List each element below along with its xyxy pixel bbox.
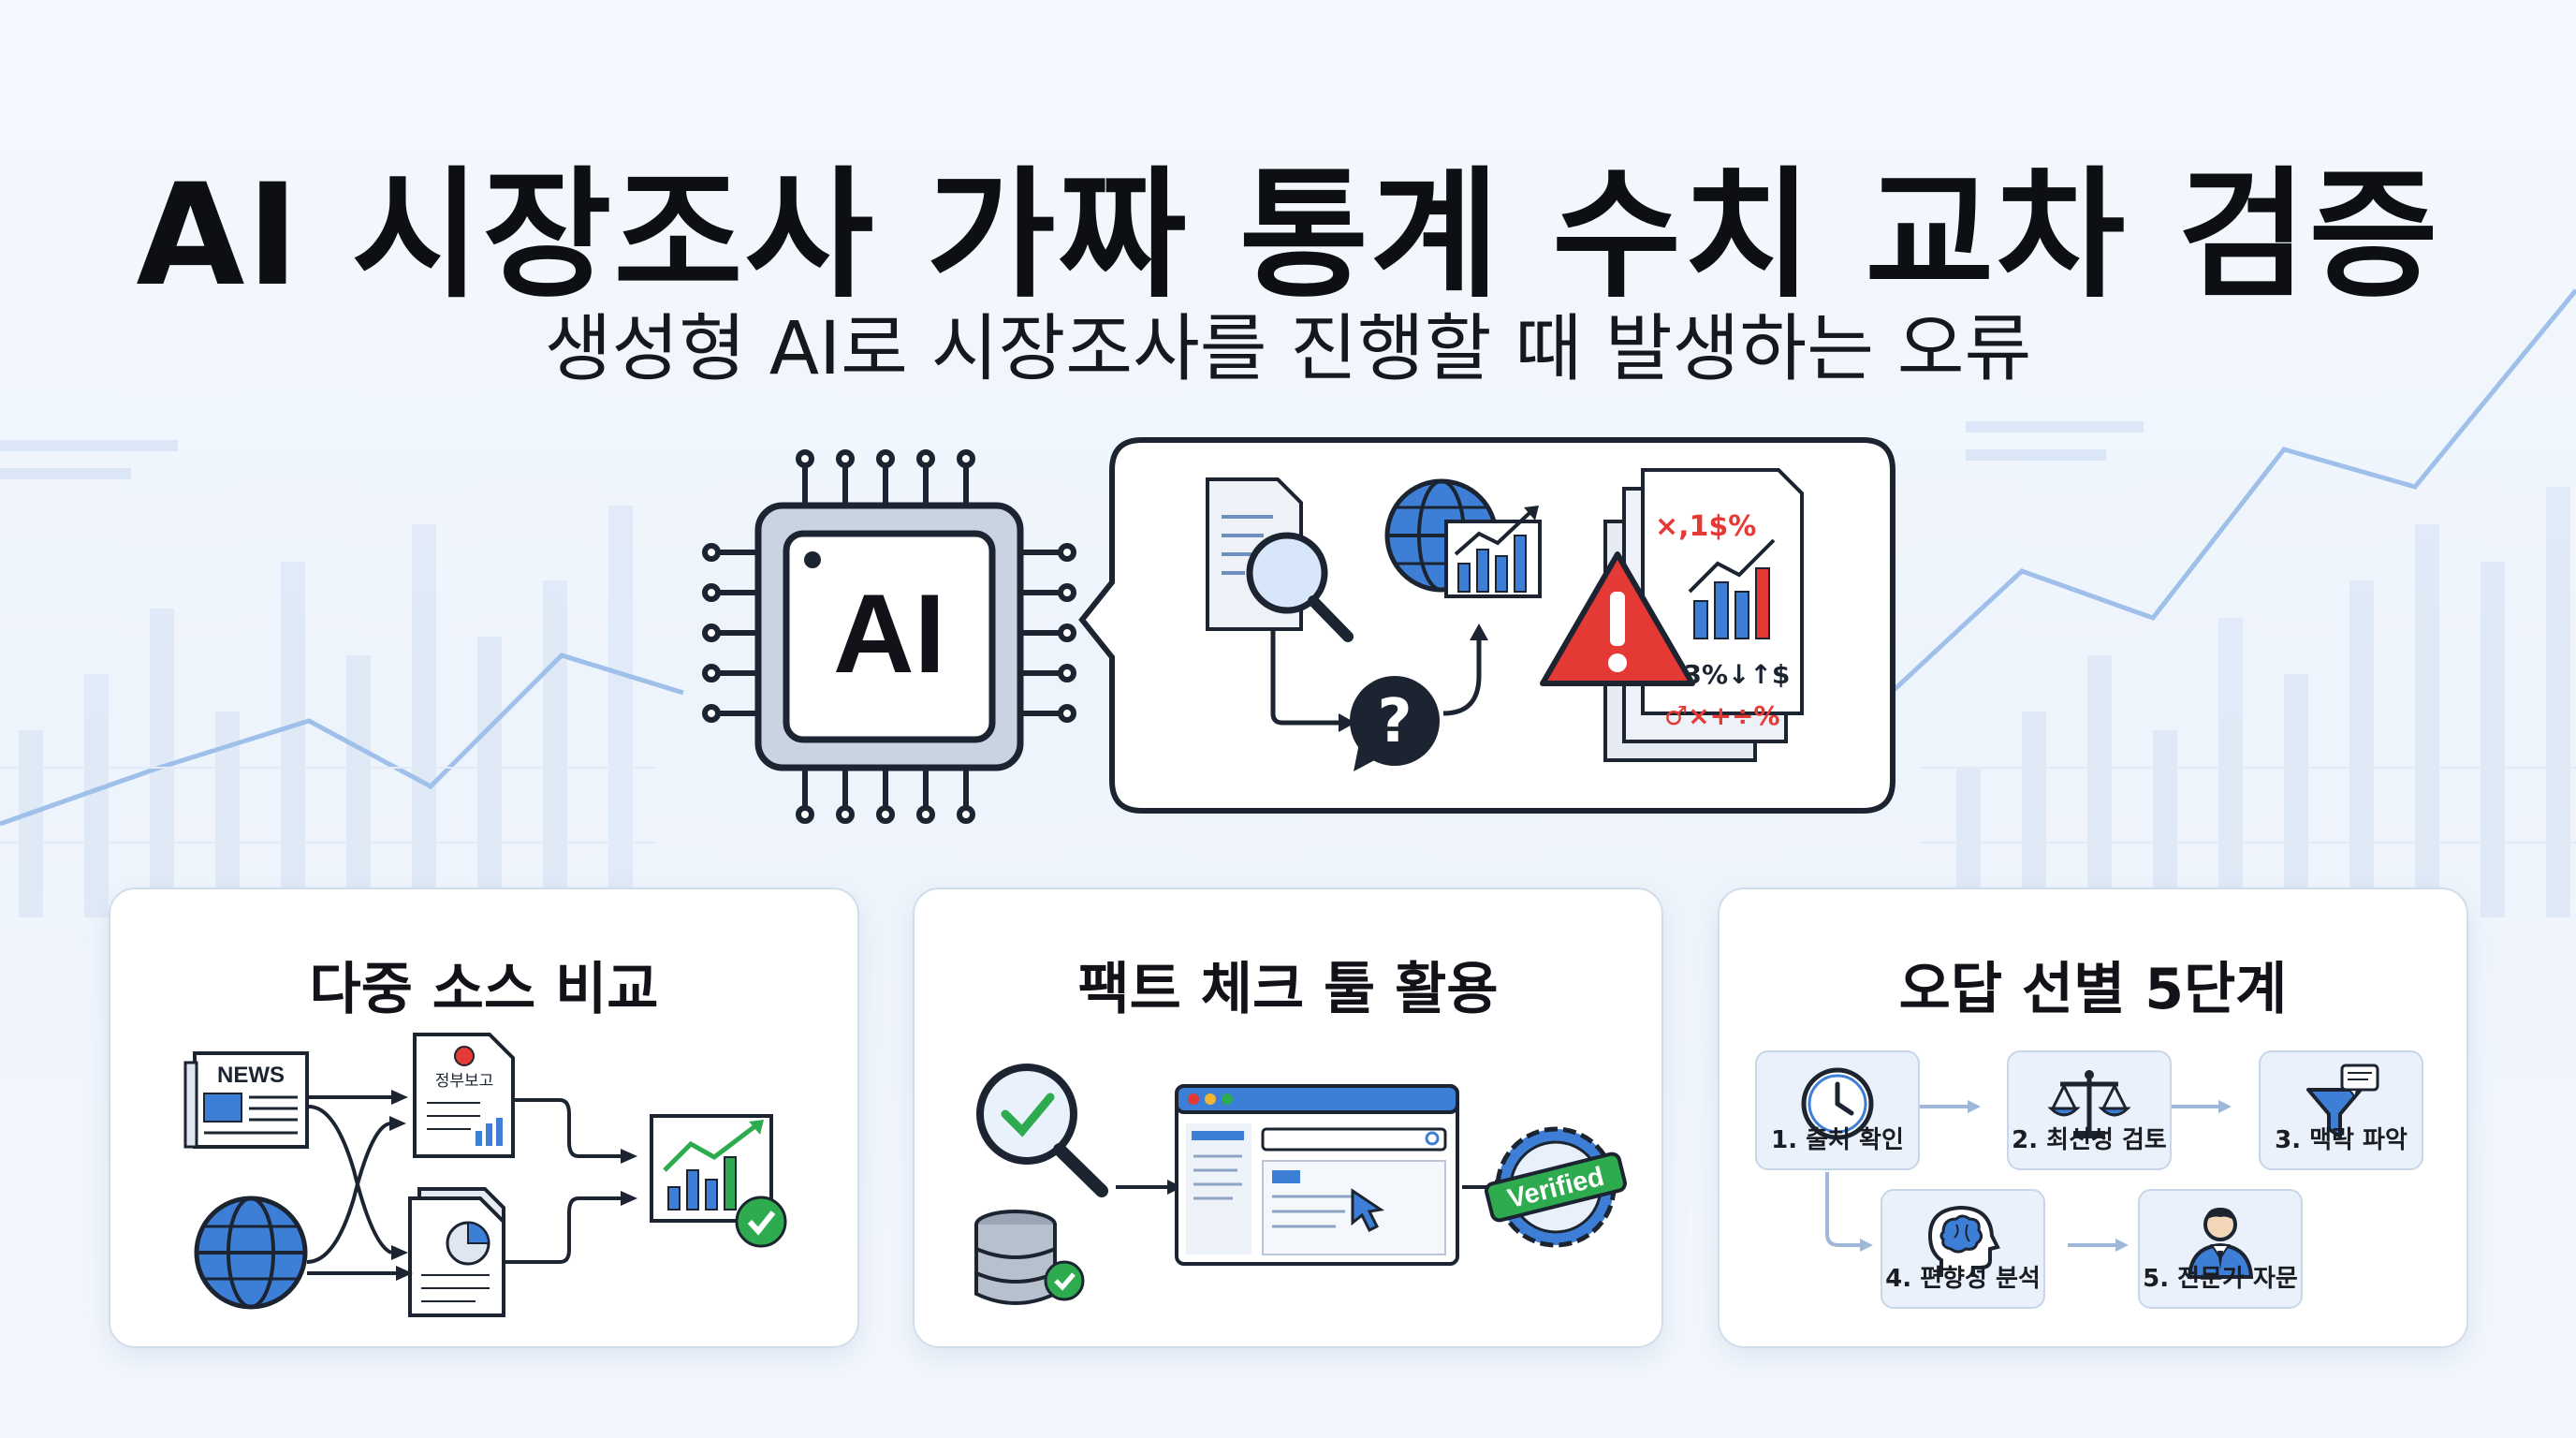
- globe-icon: [194, 1196, 308, 1310]
- pie-report-icon: [408, 1187, 505, 1317]
- steps-connectors: [1825, 1100, 2232, 1252]
- card-title-multi-source: 다중 소스 비교: [309, 957, 659, 1022]
- brain-head-icon: [1927, 1205, 2000, 1277]
- cursor-icon: [1351, 1188, 1384, 1233]
- chip-label: AI: [833, 571, 945, 697]
- card-fact-check: 팩트 체크 툴 활용: [913, 888, 1663, 1348]
- fact-check-diagram: Verified: [974, 1064, 1627, 1305]
- card-five-steps: 오답 선별 5단계 1. 출처 확인: [1718, 888, 2468, 1348]
- government-report-icon: 정부보고: [413, 1033, 515, 1158]
- step-3-label: 3. 맥락 파악: [2275, 1126, 2408, 1154]
- step-context: 3. 맥락 파악: [2259, 1050, 2423, 1170]
- news-label: NEWS: [217, 1063, 285, 1088]
- verified-stamp-icon: Verified: [1485, 1126, 1627, 1248]
- clock-icon: [1801, 1067, 1874, 1140]
- ai-error-speech-bubble: ? ×,1$% ±3%↓↑$ ♂×+÷%: [1078, 437, 1895, 814]
- step-5-label: 5. 전문가 자문: [2143, 1265, 2298, 1293]
- globe-chart-icon: [1384, 478, 1542, 598]
- database-check-icon: [974, 1210, 1085, 1305]
- scale-icon: [2047, 1070, 2131, 1138]
- magnifier-check-icon: [976, 1064, 1108, 1197]
- step-recency-review: 2. 최신성 검토: [2007, 1050, 2172, 1170]
- document-search-icon: [1206, 477, 1354, 642]
- step-bias: 4. 편향성 분석: [1881, 1189, 2045, 1309]
- step-1-label: 1. 출처 확인: [1771, 1126, 1904, 1154]
- step-expert: 5. 전문가 자문: [2138, 1189, 2303, 1309]
- multi-source-diagram: NEWS 정부보고: [183, 1033, 787, 1317]
- newspaper-icon: NEWS: [183, 1051, 309, 1149]
- error-text-top: ×,1$%: [1655, 510, 1756, 543]
- page-title: AI 시장조사 가짜 통계 수치 교차 검증: [136, 154, 2440, 317]
- filter-icon: [2306, 1064, 2379, 1138]
- verified-chart-icon: [650, 1114, 787, 1248]
- warning-icon: [1540, 551, 1695, 686]
- ai-chip-icon: AI: [702, 449, 1076, 824]
- browser-window-icon: [1175, 1084, 1459, 1266]
- card-title-fact-check: 팩트 체크 툴 활용: [1077, 957, 1499, 1022]
- page-subtitle: 생성형 AI로 시장조사를 진행할 때 발생하는 오류: [544, 307, 2032, 391]
- step-2-label: 2. 최신성 검토: [2012, 1126, 2167, 1154]
- step-source-check: 1. 출처 확인: [1755, 1050, 1920, 1170]
- step-4-label: 4. 편향성 분석: [1885, 1265, 2041, 1293]
- question-icon: ?: [1350, 676, 1440, 771]
- card-title-five-steps: 오답 선별 5단계: [1898, 957, 2288, 1022]
- svg-text:?: ?: [1377, 687, 1412, 756]
- report-label: 정부보고: [435, 1072, 494, 1091]
- card-multi-source: 다중 소스 비교 NEWS 정부보고: [109, 888, 859, 1348]
- expert-icon: [2187, 1208, 2254, 1279]
- error-text-bottom: ♂×+÷%: [1664, 700, 1780, 731]
